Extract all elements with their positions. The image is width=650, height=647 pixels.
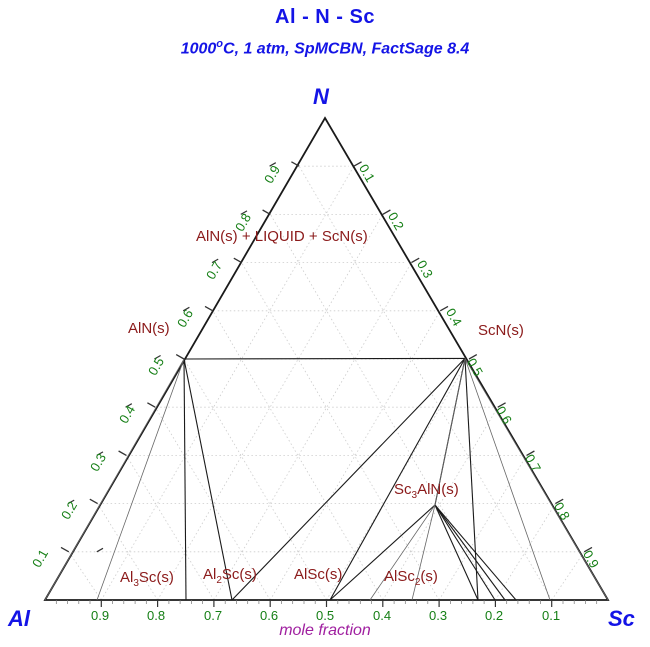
bottom-tick-0: 0.9 [91,608,110,623]
phase-boundary-lines [183,357,517,601]
bottom-tick-1: 0.8 [147,608,166,623]
phase-label-aln: AlN(s) [128,320,170,337]
axis-ticks-left [67,162,277,553]
axis-major-ticks-left [60,161,300,553]
sc3aln-post: AlN(s) [417,481,459,498]
bottom-tick-2: 0.7 [204,608,223,623]
secondary-tie-lines [44,358,609,601]
apex-label-n: N [313,84,329,109]
bottom-tick-4: 0.5 [316,608,335,623]
apex-label-sc: Sc [608,606,635,631]
alsc2-pre: AlSc [384,568,415,585]
axis-caption-mole-fraction: mole fraction [279,622,371,639]
sc3aln-pre: Sc [394,481,412,498]
phase-label-alsc: AlSc(s) [294,566,343,583]
subtitle-text-rest: C, 1 atm, SpMCBN, FactSage 8.4 [223,40,470,58]
region-label-aln-liquid-scn: AlN(s) + LIQUID + ScN(s) [196,228,368,245]
al2sc-pre: Al [203,566,217,583]
axis-ticks-right [353,161,593,553]
apex-label-al: Al [8,606,30,631]
bottom-tick-5: 0.4 [373,608,392,623]
bottom-tick-7: 0.2 [485,608,504,623]
subtitle-text: 1000 [180,40,217,58]
alsc2-sub: 2 [414,577,421,588]
bottom-tick-6: 0.3 [429,608,448,623]
al3sc-post: Sc(s) [138,569,174,586]
phase-label-sc3aln: Sc3AlN(s) [394,481,459,501]
alsc2-post: (s) [420,568,438,585]
axis-ticks-bottom [100,600,553,607]
al3sc-pre: Al [120,569,134,586]
sc3aln-sub: 3 [411,490,418,501]
page-subtitle: 1000oC, 1 atm, SpMCBN, FactSage 8.4 [0,38,650,58]
bottom-tick-8: 0.1 [542,608,561,623]
phase-label-al2sc: Al2Sc(s) [203,566,257,586]
al3sc-sub: 3 [133,578,139,589]
phase-label-scn: ScN(s) [478,322,524,339]
axis-minor-ticks-bottom [55,600,598,604]
al2sc-sub: 2 [216,575,222,586]
al2sc-post: Sc(s) [221,566,257,583]
bottom-tick-3: 0.6 [260,608,279,623]
phase-label-alsc2: AlSc2(s) [384,568,438,588]
page-title: Al - N - Sc [275,6,375,28]
phase-label-al3sc: Al3Sc(s) [120,569,174,589]
degree-symbol: o [216,38,224,50]
